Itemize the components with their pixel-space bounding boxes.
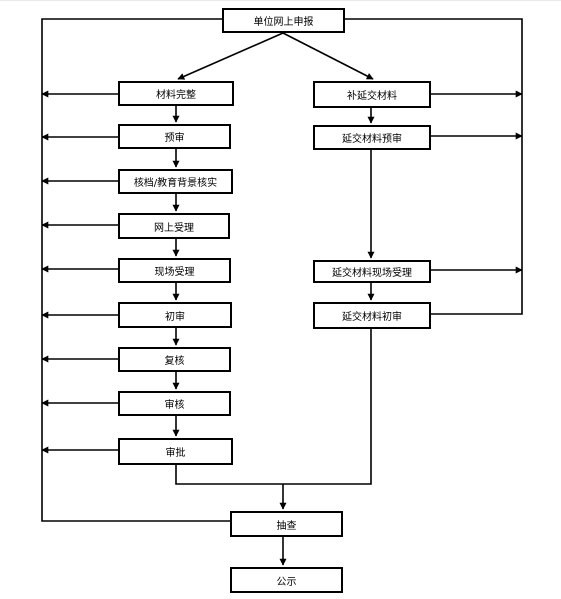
node-late-first-review: 延交材料初审: [313, 302, 431, 329]
node-online-report: 单位网上申报: [222, 8, 345, 33]
node-approve: 审批: [118, 438, 233, 465]
node-materials-complete: 材料完整: [118, 81, 234, 106]
node-spot-check: 抽查: [230, 511, 343, 537]
node-recheck: 复核: [118, 347, 231, 372]
node-first-review: 初审: [118, 302, 232, 328]
arrow-report-to-complete: [177, 32, 284, 80]
node-publicize: 公示: [230, 567, 343, 593]
node-late-onsite-accept: 延交材料现场受理: [313, 260, 431, 283]
right-loop-line: [345, 18, 523, 315]
node-verify-background: 核档/教育背景核实: [118, 169, 233, 194]
node-online-accept: 网上受理: [118, 213, 230, 239]
node-audit: 审核: [118, 391, 231, 416]
line-late-first-to-merge: [283, 329, 372, 485]
node-pre-review: 预审: [118, 124, 231, 149]
line-approve-to-merge: [175, 465, 283, 485]
node-late-pre-review: 延交材料预审: [313, 125, 431, 150]
arrow-report-to-supplement: [282, 32, 374, 80]
node-onsite-accept: 现场受理: [118, 258, 231, 283]
node-supplement-materials: 补延交材料: [313, 81, 431, 108]
